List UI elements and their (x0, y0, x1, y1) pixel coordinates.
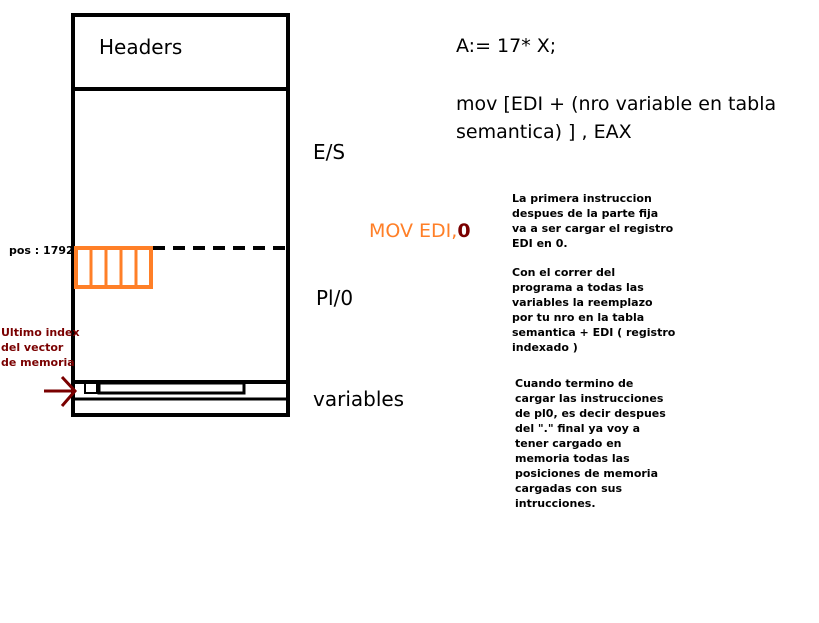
headers-label: Headers (99, 35, 183, 59)
note-line: va a ser cargar el registro (512, 222, 674, 235)
note-line: EDI en 0. (512, 237, 568, 250)
assignment-code: A:= 17* X; (456, 35, 557, 57)
note-line: memoria todas las (515, 452, 630, 465)
note-line: Con el correr del (512, 266, 616, 279)
note-line: semantica + EDI ( registro (512, 326, 676, 339)
note-line: tener cargado en (515, 437, 622, 450)
note-line: despues de la parte fija (512, 207, 659, 220)
note-line: La primera instruccion (512, 192, 652, 205)
last-index-line: del vector (1, 341, 64, 354)
mov-edi-value: 0 (457, 220, 471, 242)
note-line: posiciones de memoria (515, 467, 658, 480)
variables-label: variables (313, 387, 405, 411)
last-index-label: Ultimo index del vector de memoria (1, 325, 80, 370)
mov-edi-instruction: MOV EDI,0 (369, 220, 471, 242)
pl0-label: Pl/0 (316, 286, 354, 310)
last-index-arrow (44, 375, 78, 407)
memory-column (71, 13, 290, 417)
note-line: de pl0, es decir despues (515, 407, 666, 420)
note-line: indexado ) (512, 341, 578, 354)
variable-cell (84, 382, 98, 394)
note-line: cargadas con sus (515, 482, 623, 495)
note-line: Cuando termino de (515, 377, 634, 390)
note-line: por tu nro en la tabla (512, 311, 645, 324)
last-index-line: de memoria (1, 356, 75, 369)
note-line: cargar las instrucciones (515, 392, 664, 405)
es-label: E/S (313, 140, 346, 164)
variable-cell-wide (97, 381, 246, 395)
note-second: Con el correr del programa a todas las v… (512, 265, 675, 355)
note-line: variables la reemplazo (512, 296, 653, 309)
note-line: programa a todas las (512, 281, 644, 294)
note-third: Cuando termino de cargar las instruccion… (515, 376, 666, 511)
mov-edi-prefix: MOV EDI, (369, 220, 458, 242)
instruction-cells (74, 246, 153, 289)
note-first: La primera instruccion despues de la par… (512, 191, 673, 251)
mov-instruction-line2: semantica) ] , EAX (456, 121, 632, 143)
last-index-line: Ultimo index (1, 326, 80, 339)
pos-label: pos : 1792 (9, 244, 74, 257)
note-line: del "." final ya voy a (515, 422, 640, 435)
note-line: intrucciones. (515, 497, 596, 510)
mov-instruction-line1: mov [EDI + (nro variable en tabla (456, 93, 777, 115)
